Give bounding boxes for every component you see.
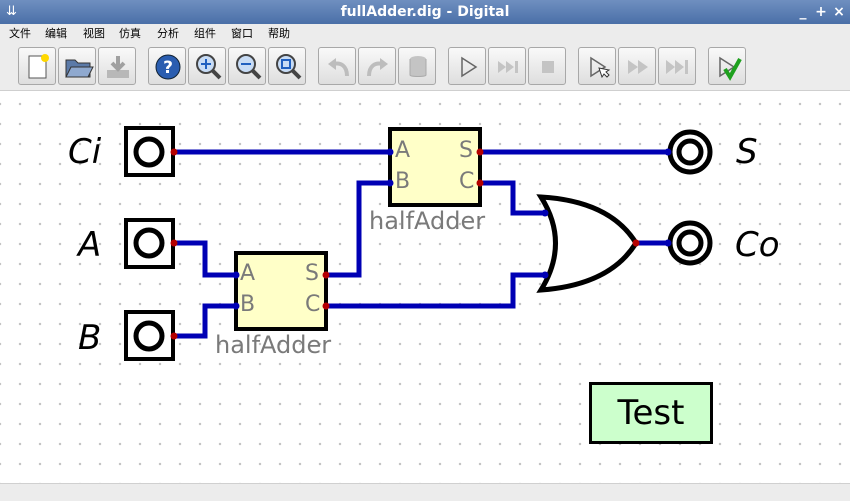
save-button[interactable] [98, 47, 136, 85]
svg-text:?: ? [163, 58, 173, 78]
minimize-icon[interactable]: _ [799, 4, 807, 20]
label-a: A [78, 225, 102, 265]
zoom-in-button[interactable] [188, 47, 226, 85]
ha2-pin-s: S [459, 138, 473, 163]
delete-icon [409, 56, 427, 77]
skip-end-icon [666, 60, 688, 74]
toolbar: ? [0, 44, 850, 91]
delete-button[interactable] [398, 47, 436, 85]
zoom-out-button[interactable] [228, 47, 266, 85]
undo-button[interactable] [318, 47, 356, 85]
zoom-fit-button[interactable] [268, 47, 306, 85]
label-ci: Ci [68, 132, 102, 172]
step-button[interactable] [488, 47, 526, 85]
ha1-pin-a: A [240, 261, 256, 286]
play-icon [461, 56, 478, 78]
zoom-in-icon [196, 54, 222, 80]
ha1-pin-b: B [240, 292, 256, 317]
fast-forward-icon [628, 60, 648, 74]
save-icon [107, 56, 129, 78]
menu-file[interactable]: 文件 [9, 27, 31, 40]
cursor-step-icon [590, 56, 611, 79]
undo-icon [328, 58, 349, 77]
run-tests-button[interactable] [708, 47, 746, 85]
new-file-button[interactable] [18, 47, 56, 85]
menu-edit[interactable]: 编辑 [45, 27, 67, 40]
ha1-pin-s: S [305, 261, 319, 286]
stop-icon [542, 61, 554, 73]
help-button[interactable]: ? [148, 47, 186, 85]
status-bar [0, 483, 850, 501]
redo-icon [367, 58, 388, 77]
micro-step-button[interactable] [578, 47, 616, 85]
menu-view[interactable]: 视图 [83, 27, 105, 40]
window-menu-icon[interactable]: ⇊ [6, 4, 17, 19]
ha2-pin-b: B [395, 169, 411, 194]
ha2-pin-a: A [395, 138, 411, 163]
menu-window[interactable]: 窗口 [231, 27, 253, 40]
menu-simulation[interactable]: 仿真 [119, 27, 141, 40]
open-button[interactable] [58, 47, 96, 85]
title-bar: ⇊ fullAdder.dig - Digital _ + × [0, 0, 850, 24]
step-icon [498, 61, 518, 73]
stop-button[interactable] [528, 47, 566, 85]
menu-analysis[interactable]: 分析 [157, 27, 179, 40]
ha1-name: halfAdder [215, 331, 332, 359]
run-button[interactable] [448, 47, 486, 85]
menu-bar: 文件 编辑 视图 仿真 分析 组件 窗口 帮助 [0, 24, 850, 44]
folder-open-icon [65, 59, 94, 78]
ha2-pin-c: C [459, 169, 475, 194]
zoom-out-icon [236, 54, 262, 80]
fast-forward-button[interactable] [618, 47, 656, 85]
skip-end-button[interactable] [658, 47, 696, 85]
redo-button[interactable] [358, 47, 396, 85]
menu-components[interactable]: 组件 [194, 27, 216, 40]
circuit-canvas[interactable] [0, 91, 850, 483]
menu-help[interactable]: 帮助 [268, 27, 290, 40]
window-title: fullAdder.dig - Digital [340, 4, 510, 20]
zoom-fit-icon [276, 54, 302, 80]
label-b: B [78, 318, 102, 358]
new-file-icon [28, 54, 49, 79]
test-check-icon [719, 56, 742, 81]
test-case-block[interactable]: Test [589, 382, 713, 444]
label-co: Co [735, 225, 780, 265]
ha2-name: halfAdder [369, 207, 486, 235]
help-icon: ? [155, 54, 181, 80]
label-s: S [736, 132, 758, 172]
ha1-pin-c: C [305, 292, 321, 317]
maximize-icon[interactable]: + [815, 4, 827, 20]
close-icon[interactable]: × [833, 4, 845, 20]
